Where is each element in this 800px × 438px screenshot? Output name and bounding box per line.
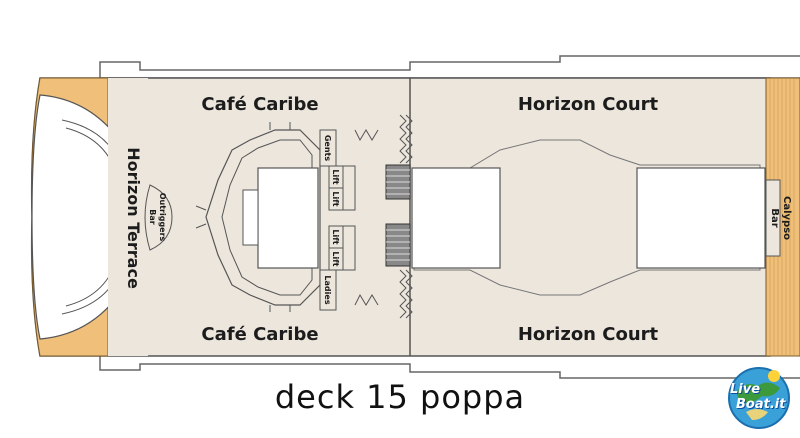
gents-room	[319, 129, 337, 167]
ladies-label: Ladies	[323, 275, 332, 304]
horizon-terrace-label: Horizon Terrace	[124, 147, 143, 289]
ladies-room	[319, 269, 337, 311]
core-right-upper	[342, 165, 356, 211]
outriggers-bar-counter	[144, 184, 173, 251]
calypso-bar-label: Bar	[769, 208, 780, 227]
deck-caption: deck 15 poppa	[274, 378, 526, 416]
core-rooms	[319, 129, 356, 311]
gents-label: Gents	[323, 135, 332, 162]
cafe-counter-side	[242, 189, 259, 246]
buffet-station-1	[411, 167, 501, 269]
outriggers-bar-label: Bar	[148, 209, 157, 224]
cafe-counter	[257, 167, 319, 269]
calypso-bar-counter	[765, 179, 781, 257]
cafe-block-ticks	[195, 122, 291, 312]
cafe-serving-inner	[221, 139, 313, 296]
calypso-label: Calypso	[781, 196, 792, 240]
stairs-lower	[385, 223, 411, 267]
stairs-upper	[385, 164, 411, 200]
logo-text-boat: Boat.it	[736, 397, 786, 412]
lift-label-1: Lift	[331, 169, 340, 184]
globe-icon	[728, 367, 790, 429]
divider-wall-details	[399, 114, 413, 319]
cafe-caribe-bottom-label: Café Caribe	[201, 324, 318, 345]
core-wall-ticks	[354, 129, 379, 306]
buffet-station-2	[636, 167, 766, 269]
forward-deck	[765, 77, 800, 357]
lift-label-3: Lift	[331, 229, 340, 244]
cafe-serving-block	[205, 129, 321, 306]
core-right-lower	[342, 225, 356, 271]
horizon-court-bottom-label: Horizon Court	[518, 324, 659, 345]
horizon-court-top-label: Horizon Court	[518, 94, 659, 115]
cafe-caribe-top-label: Café Caribe	[201, 94, 318, 115]
lift-label-4: Lift	[331, 251, 340, 266]
live-boat-globe-logo[interactable]: Live Boat.it	[722, 362, 796, 432]
outriggers-label: Outriggers	[158, 193, 167, 242]
terrace-floor	[108, 78, 155, 356]
buffet-outline	[413, 139, 761, 296]
lift-label-2: Lift	[331, 191, 340, 206]
logo-text-live: Live	[730, 382, 761, 397]
